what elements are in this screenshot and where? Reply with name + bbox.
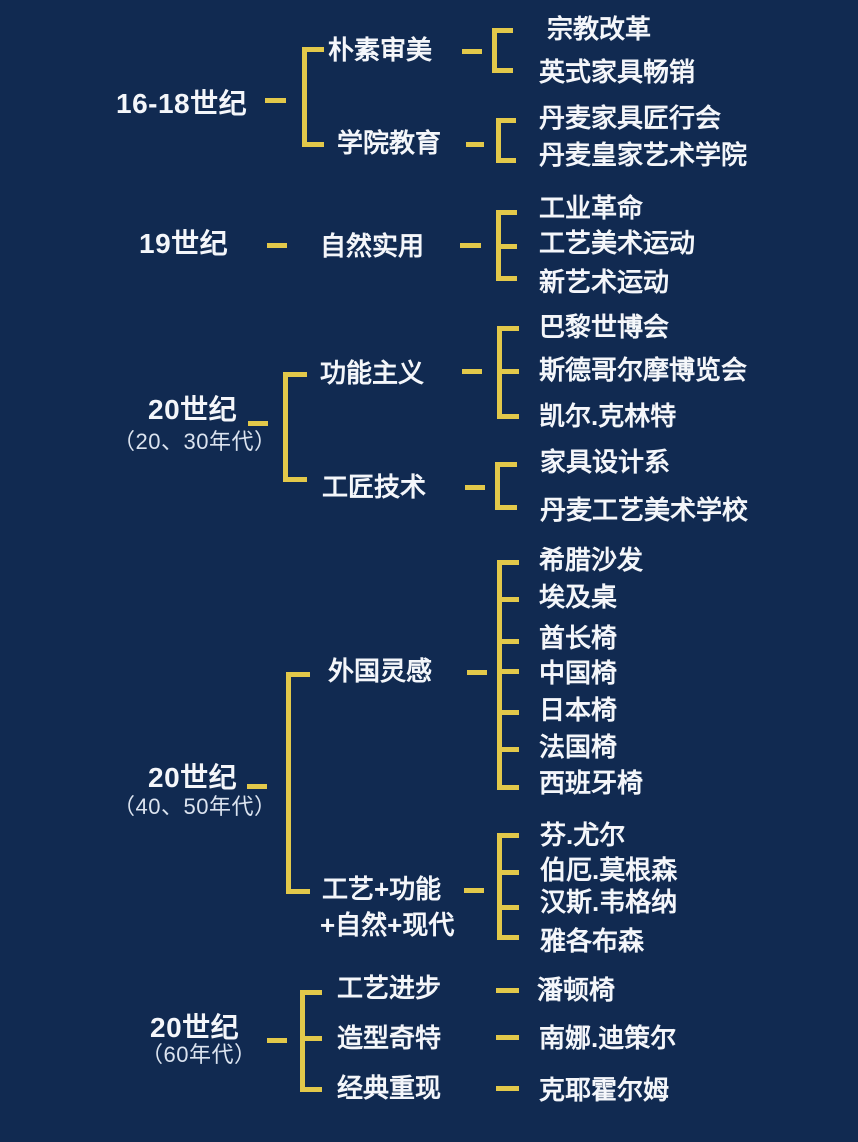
tree-item: 芬.尤尔 [540, 820, 626, 850]
tree-item: 日本椅 [539, 695, 618, 725]
tree-item: 酋长椅 [539, 623, 618, 653]
branch-label-academy-education: 学院教育 [337, 128, 442, 158]
tree-item: 凯尔.克林特 [539, 401, 677, 431]
branch-label-functionalism: 功能主义 [320, 358, 425, 388]
tree-item: 埃及桌 [539, 582, 618, 612]
branch4b-bracket [497, 833, 519, 940]
tree-item: 法国椅 [539, 732, 618, 762]
branch-label-craft-function-line1: 工艺+功能 [322, 874, 442, 904]
tree-item: 英式家具畅销 [539, 57, 696, 87]
era5-bracket [300, 990, 322, 1092]
tree-item: 家具设计系 [540, 447, 671, 477]
tree-item: 新艺术运动 [539, 267, 670, 297]
tree-item: 中国椅 [539, 658, 618, 688]
tree-item: 宗教改革 [547, 14, 652, 44]
branch-label-foreign-inspiration: 外国灵感 [328, 656, 433, 686]
tree-item: 克耶霍尔姆 [539, 1075, 670, 1105]
era-sublabel-60s: （60年代） [141, 1042, 257, 1067]
tree-item: 丹麦家具匠行会 [539, 103, 722, 133]
era-label-20th-century-20s30s: 20世纪 [148, 394, 238, 425]
era3-bracket [283, 372, 307, 482]
era-sublabel-40s50s: （40、50年代） [113, 794, 277, 819]
era-label-16-18th-century: 16-18世纪 [116, 88, 248, 119]
tree-item: 汉斯.韦格纳 [540, 887, 678, 917]
era-label-20th-century-40s50s: 20世纪 [148, 762, 238, 793]
era-sublabel-20s30s: （20、30年代） [113, 429, 277, 454]
tree-item: 潘顿椅 [537, 975, 616, 1005]
branch-label-classic-revival: 经典重现 [337, 1073, 442, 1103]
tree-item: 巴黎世博会 [539, 312, 670, 342]
branch1b-bracket [496, 118, 516, 163]
tree-item: 斯德哥尔摩博览会 [539, 355, 748, 385]
branch-label-natural-practical: 自然实用 [320, 231, 425, 261]
branch4a-bracket [497, 560, 519, 790]
tree-item: 工艺美术运动 [539, 228, 696, 258]
tree-item: 西班牙椅 [539, 768, 644, 798]
tree-item: 伯厄.莫根森 [540, 855, 678, 885]
branch-label-craftsman-technique: 工匠技术 [322, 472, 427, 502]
branch3a-bracket [497, 326, 519, 419]
era-label-19th-century: 19世纪 [139, 228, 229, 259]
era4-bracket [286, 672, 310, 894]
branch-label-strange-shapes: 造型奇特 [337, 1023, 442, 1053]
tree-item: 雅各布森 [540, 926, 645, 956]
tree-item: 工业革命 [539, 193, 644, 223]
branch-label-plain-aesthetics: 朴素审美 [328, 35, 433, 65]
tree-item: 南娜.迪策尔 [539, 1023, 677, 1053]
tree-item: 丹麦皇家艺术学院 [539, 140, 748, 170]
branch3b-bracket [495, 462, 517, 510]
branch-label-craft-progress: 工艺进步 [337, 973, 442, 1003]
tree-item: 丹麦工艺美术学校 [540, 495, 749, 525]
era1-bracket [302, 47, 324, 147]
branch2-bracket [496, 210, 517, 281]
branch-label-craft-function-line2: +自然+现代 [320, 910, 455, 940]
branch1a-bracket [492, 28, 513, 73]
era-label-20th-century-60s: 20世纪 [150, 1012, 240, 1043]
tree-item: 希腊沙发 [539, 545, 644, 575]
